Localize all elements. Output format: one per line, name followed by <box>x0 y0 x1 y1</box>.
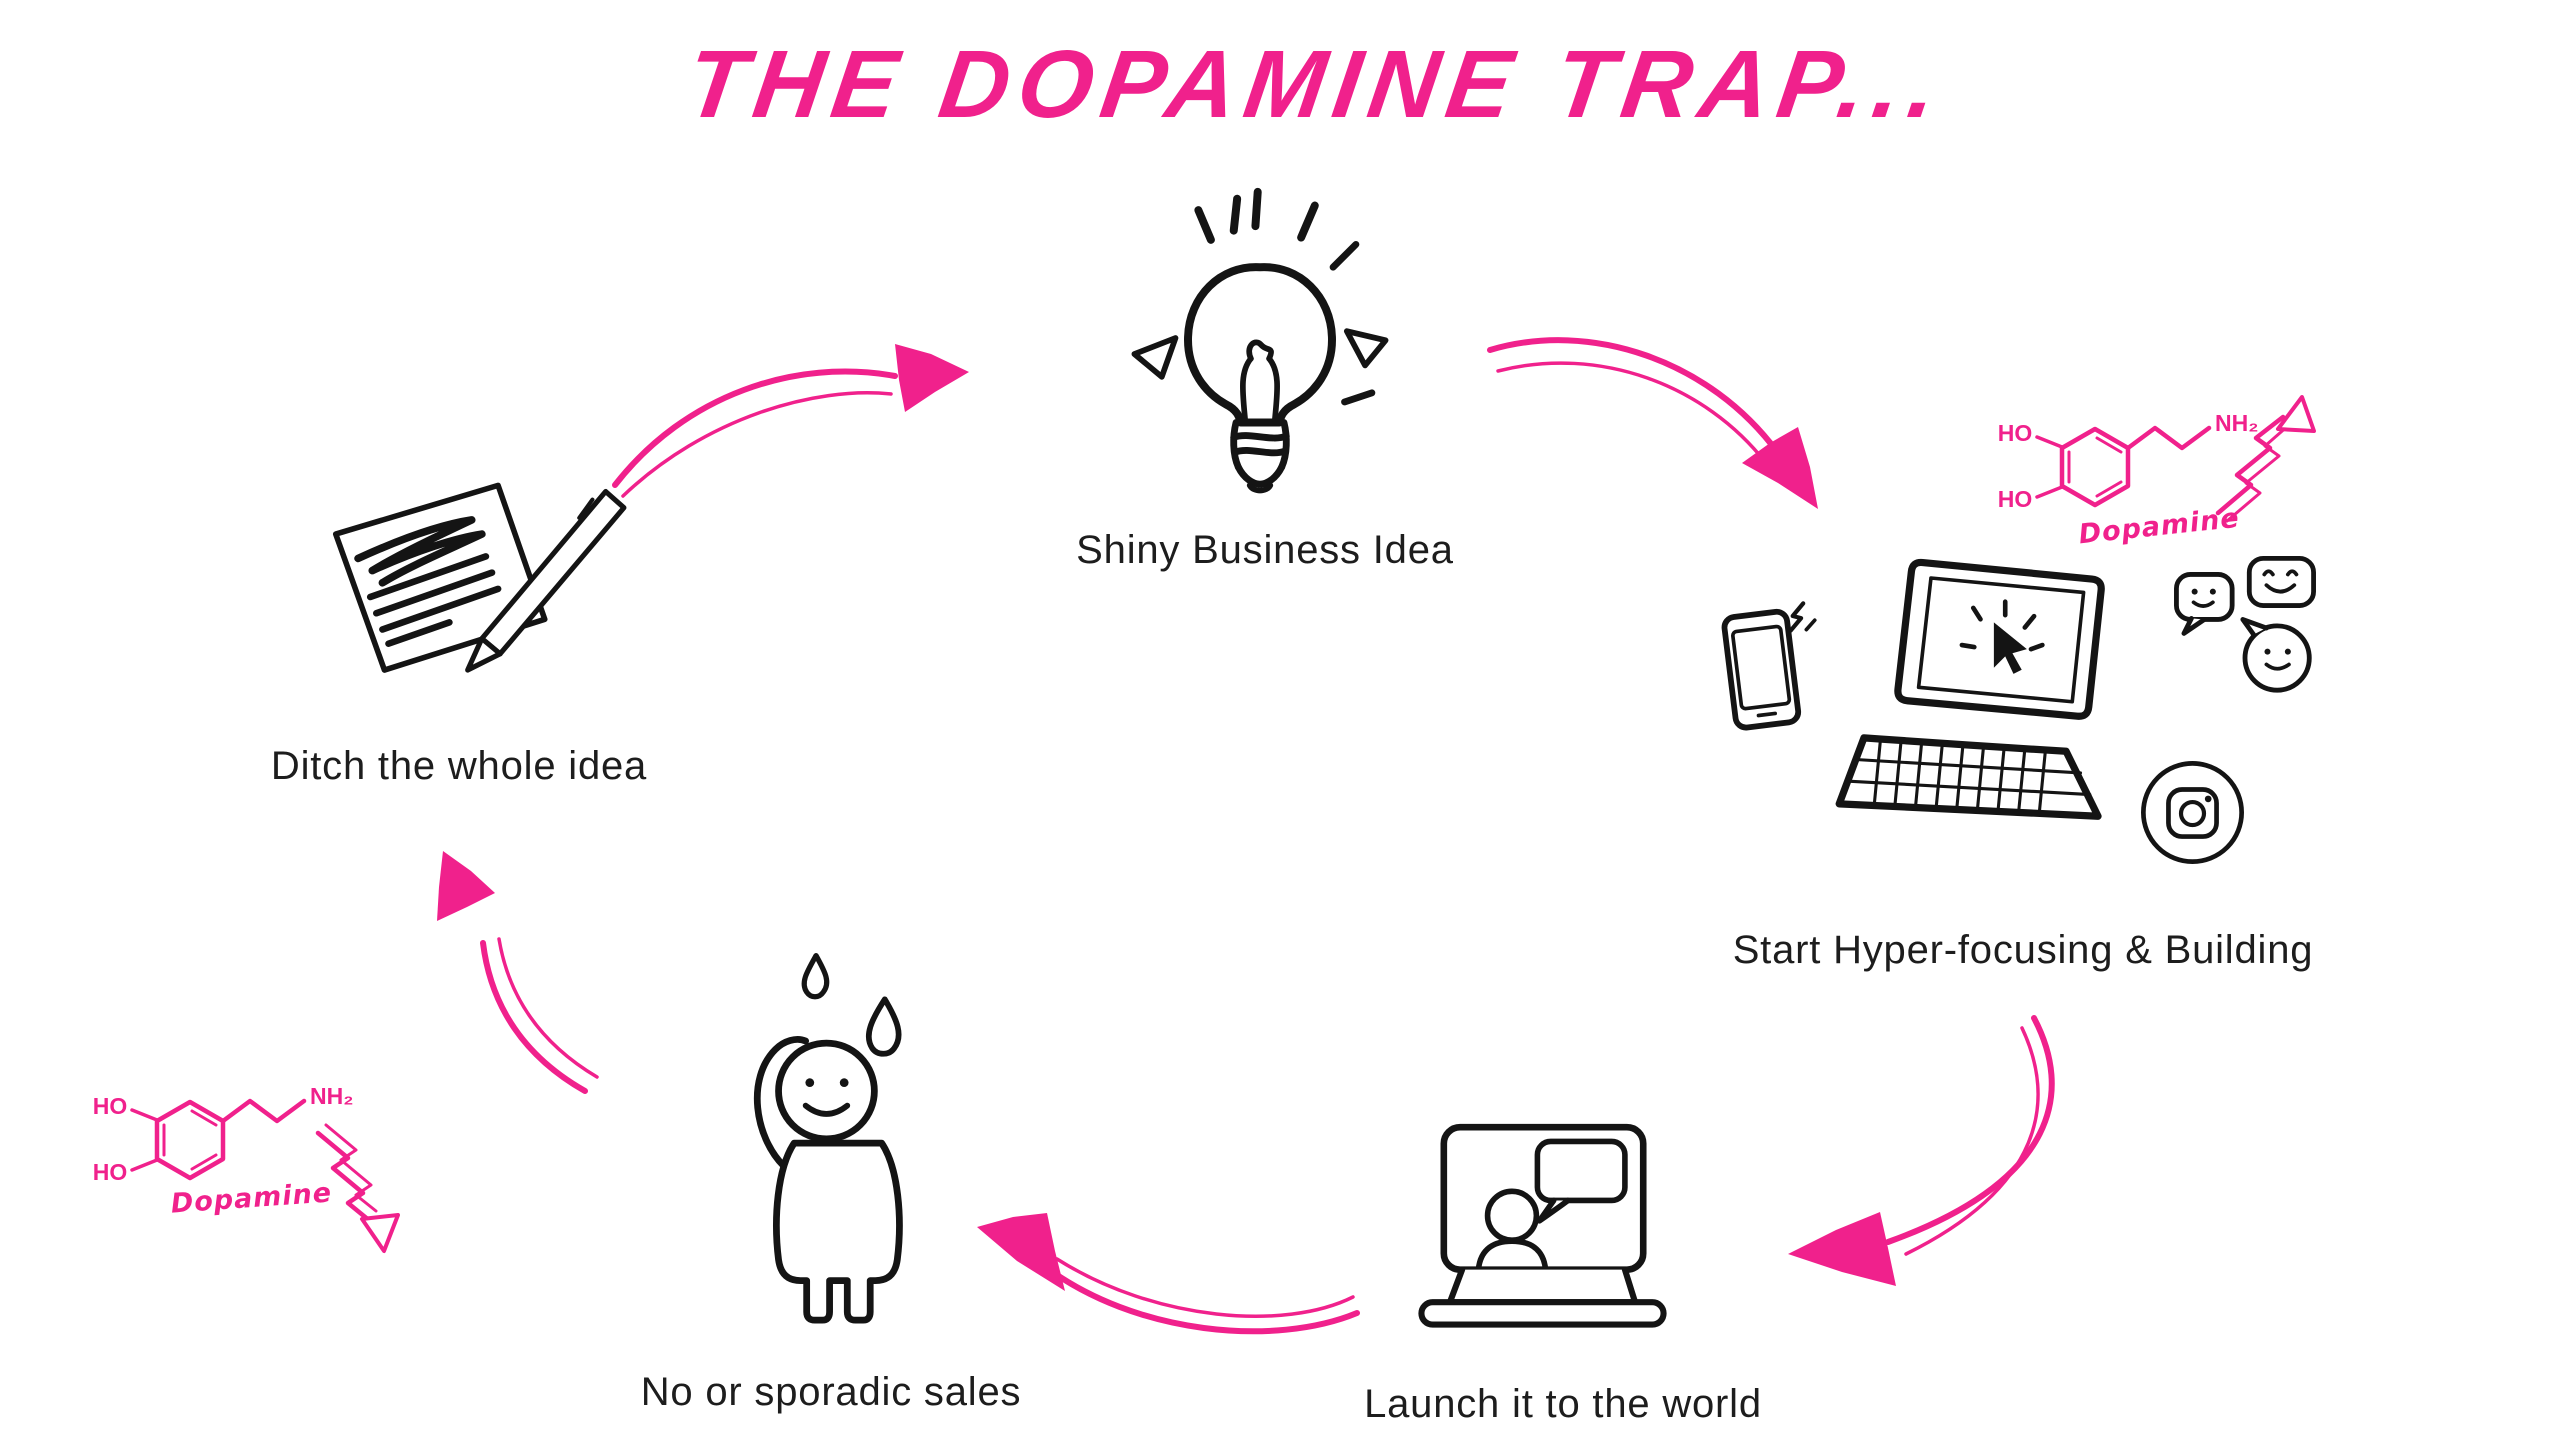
chat-bubbles-icon <box>2174 555 2316 693</box>
ho-top-label: HO <box>1998 420 2033 446</box>
molecule-chain <box>2035 425 2212 499</box>
launch-laptop-icon <box>1418 1123 1667 1328</box>
lightbulb-icon <box>1131 187 1389 494</box>
bulb-rays <box>1131 187 1389 406</box>
label-shiny-idea: Shiny Business Idea <box>1076 528 1454 572</box>
label-launch: Launch it to the world <box>1364 1382 1762 1426</box>
instagram-icon <box>2141 761 2244 864</box>
raised-arm <box>753 1035 810 1170</box>
scribbles <box>354 516 502 647</box>
phone-icon <box>1721 601 1817 731</box>
molecule-ring <box>154 1099 226 1181</box>
chat-bubble-round <box>2240 617 2312 693</box>
arrowhead <box>895 344 969 412</box>
laptop-icon <box>1835 558 2105 820</box>
sweat-drop-small <box>801 952 830 1000</box>
pen-icon <box>465 488 627 673</box>
dopamine-caption: Dopamine <box>2077 503 2241 551</box>
ho-bottom-label: HO <box>1998 486 2033 512</box>
arrow-sales-to-ditch <box>437 851 599 1094</box>
person-head <box>775 1039 878 1143</box>
arrow-ditch-to-idea <box>612 344 969 498</box>
paper-sheet <box>332 482 548 673</box>
sweat-drop-large <box>865 996 902 1057</box>
speech-bubble-icon <box>1534 1138 1628 1224</box>
scribbled-paper-icon <box>332 482 627 673</box>
arrow-idea-to-build <box>1487 337 1818 509</box>
bulb-base <box>1230 419 1290 494</box>
arrowhead <box>1788 1212 1896 1286</box>
presenter-person <box>1475 1188 1549 1273</box>
arrowhead <box>977 1213 1065 1291</box>
cursor-icon <box>1959 599 2045 674</box>
dopamine-molecule-top: HO HO NH₂ Dopamine <box>1998 395 2316 551</box>
diagram-title: THE DOPAMINE TRAP... <box>679 31 1953 138</box>
rising-zigzag-arrow-icon <box>2215 395 2316 523</box>
laptop-base <box>1418 1266 1667 1328</box>
label-no-sales: No or sporadic sales <box>640 1370 1022 1414</box>
falling-zigzag-arrow-icon <box>315 1123 400 1253</box>
label-ditch: Ditch the whole idea <box>270 744 648 788</box>
bulb-filament <box>1239 339 1281 424</box>
molecule-chain <box>130 1098 307 1172</box>
buzz-marks <box>1788 601 1817 633</box>
amine-label: NH₂ <box>310 1083 353 1109</box>
arrowhead <box>1742 427 1818 509</box>
sweating-person-icon <box>753 952 903 1324</box>
laptop-keyboard <box>1835 734 2102 820</box>
ho-bottom-label: HO <box>93 1159 128 1185</box>
molecule-ring <box>2059 426 2131 508</box>
chat-bubble-laugh <box>2246 555 2316 608</box>
dopamine-caption: Dopamine <box>170 1177 333 1219</box>
label-hyper-focus: Start Hyper-focusing & Building <box>1732 928 2314 972</box>
arrowhead <box>437 851 495 921</box>
ho-top-label: HO <box>93 1093 128 1119</box>
person-body <box>773 1139 903 1324</box>
arrow-launch-to-sales <box>977 1213 1360 1335</box>
dopamine-molecule-bottom: HO HO NH₂ Dopamine <box>93 1083 400 1253</box>
chat-bubble-smile <box>2174 572 2235 636</box>
arrow-build-to-launch <box>1788 1015 2055 1286</box>
amine-label: NH₂ <box>2215 410 2258 436</box>
